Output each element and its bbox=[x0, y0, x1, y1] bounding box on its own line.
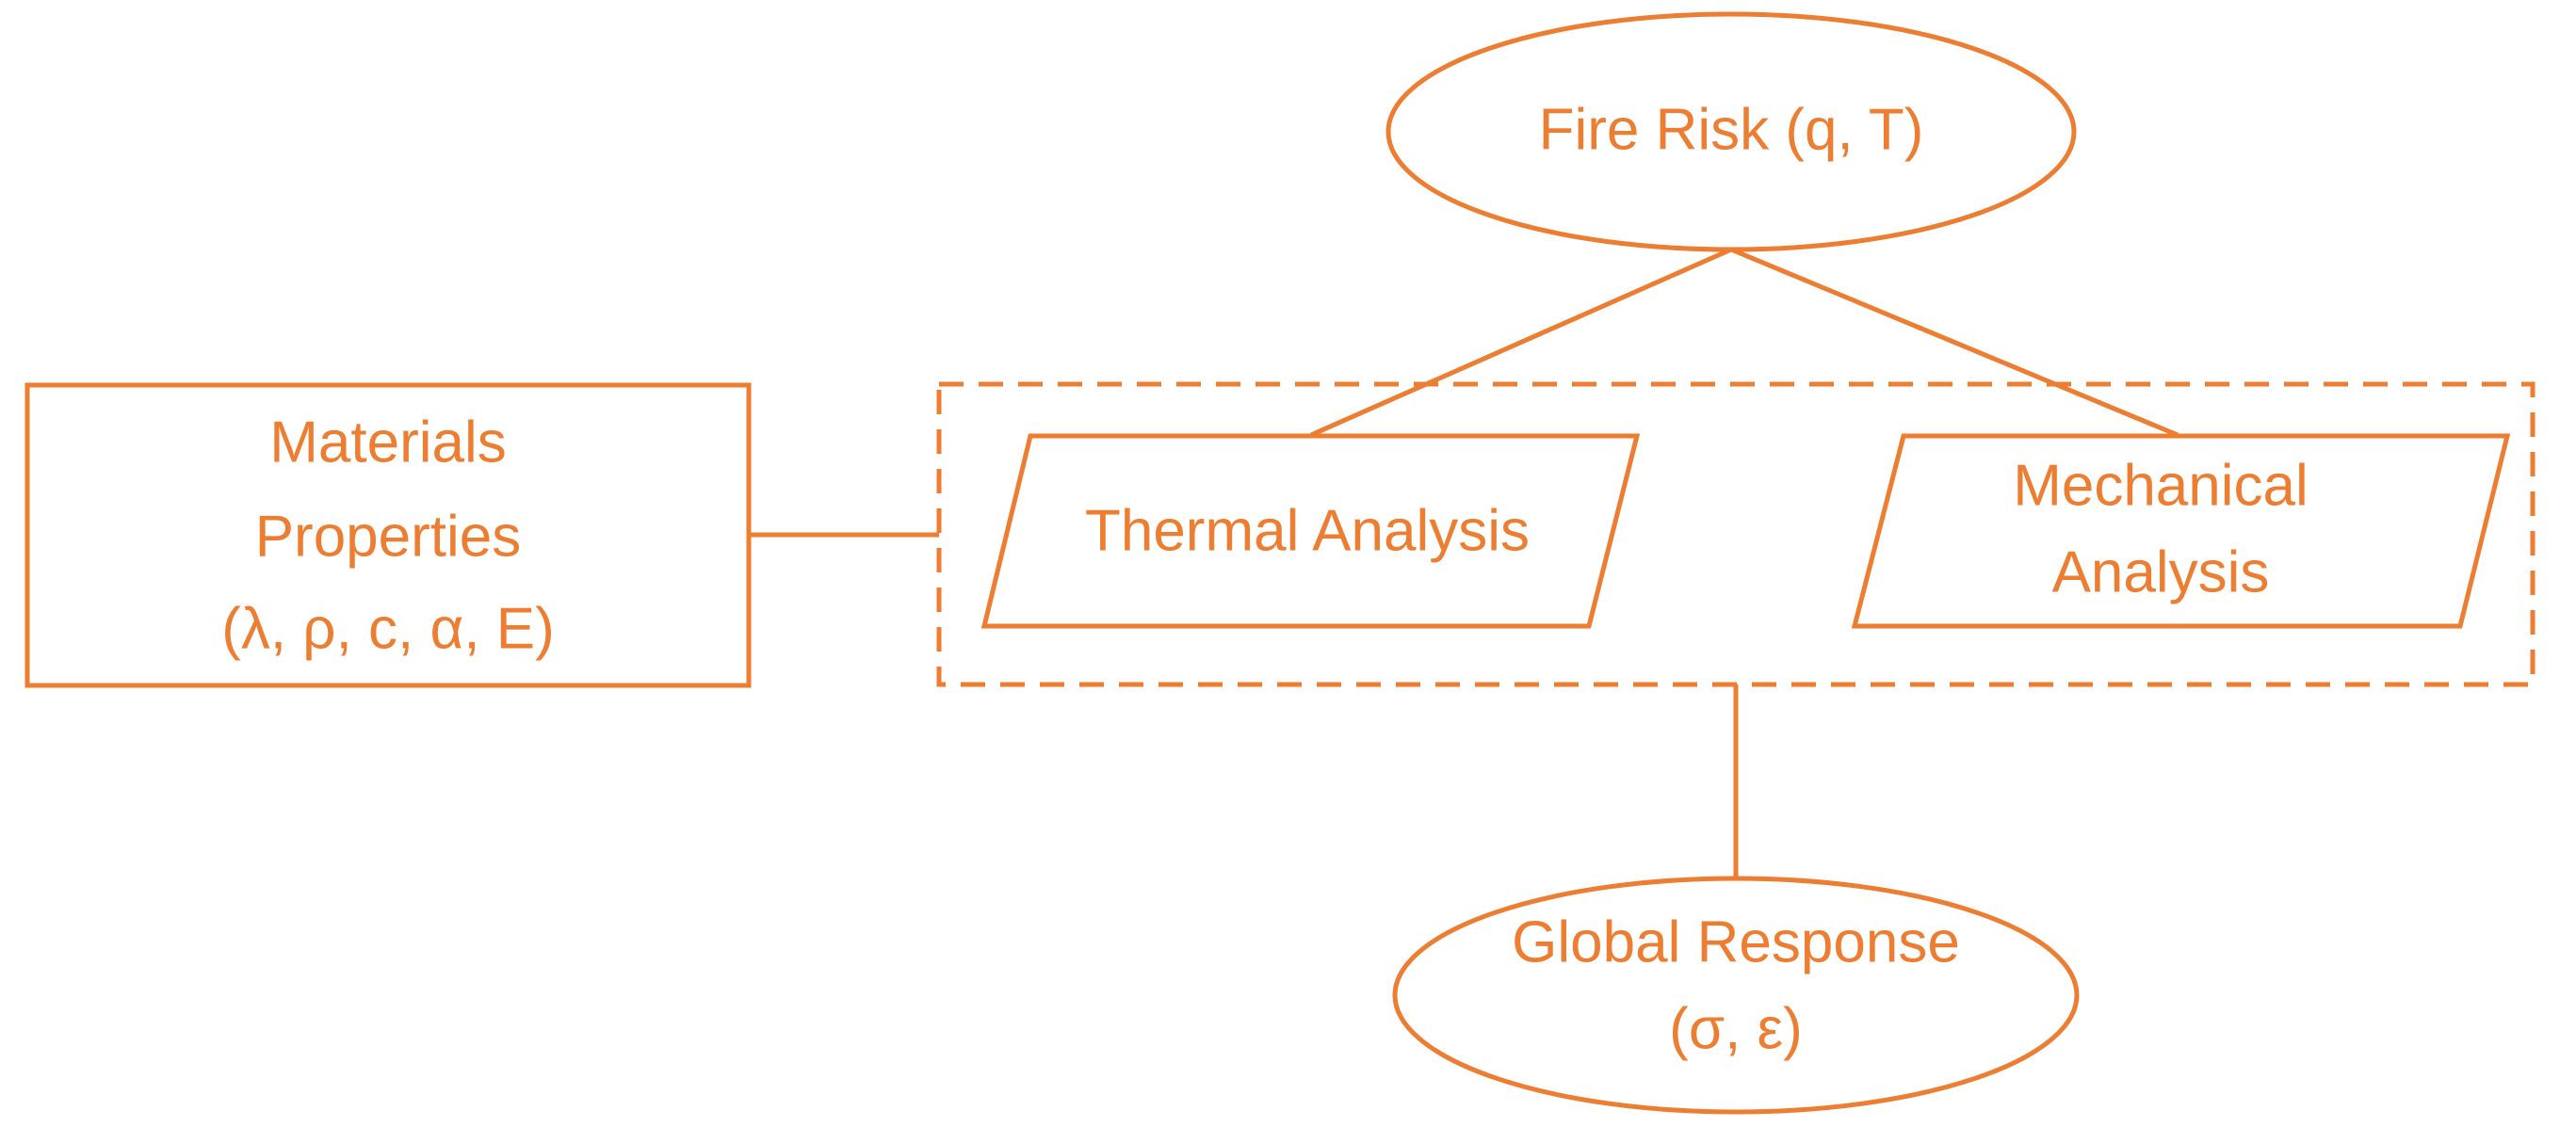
analysis-group-box bbox=[936, 381, 2535, 687]
global-response-node: Global Response (σ, ε) bbox=[1392, 876, 2080, 1115]
edge-fire-risk-to-mechanical bbox=[1730, 247, 2179, 438]
materials-properties-box bbox=[24, 382, 752, 688]
materials-properties-label-line-2: Properties bbox=[255, 504, 522, 569]
materials-properties-node: Materials Properties (λ, ρ, c, α, E) bbox=[24, 382, 752, 688]
mechanical-analysis-parallelogram bbox=[1851, 433, 2511, 629]
mechanical-analysis-node: Mechanical Analysis bbox=[1851, 433, 2511, 629]
global-response-ellipse bbox=[1392, 876, 2080, 1115]
thermal-analysis-label: Thermal Analysis bbox=[1085, 498, 1530, 563]
global-response-label-line-2: (σ, ε) bbox=[1669, 996, 1803, 1061]
materials-properties-label-line-3: (λ, ρ, c, α, E) bbox=[221, 596, 555, 661]
fire-risk-node: Fire Risk (q, T) bbox=[1385, 11, 2077, 252]
thermal-analysis-parallelogram bbox=[980, 433, 1641, 629]
global-response-label-line-1: Global Response bbox=[1512, 910, 1960, 974]
fire-risk-label: Fire Risk (q, T) bbox=[1539, 97, 1924, 162]
mechanical-analysis-label-line-1: Mechanical bbox=[2013, 453, 2309, 518]
edge-fire-risk-to-thermal bbox=[1309, 247, 1733, 438]
materials-properties-label-line-1: Materials bbox=[269, 410, 507, 475]
mechanical-analysis-label-line-2: Analysis bbox=[2052, 539, 2270, 604]
thermal-analysis-node: Thermal Analysis bbox=[980, 433, 1641, 629]
fire-risk-ellipse bbox=[1385, 11, 2077, 252]
